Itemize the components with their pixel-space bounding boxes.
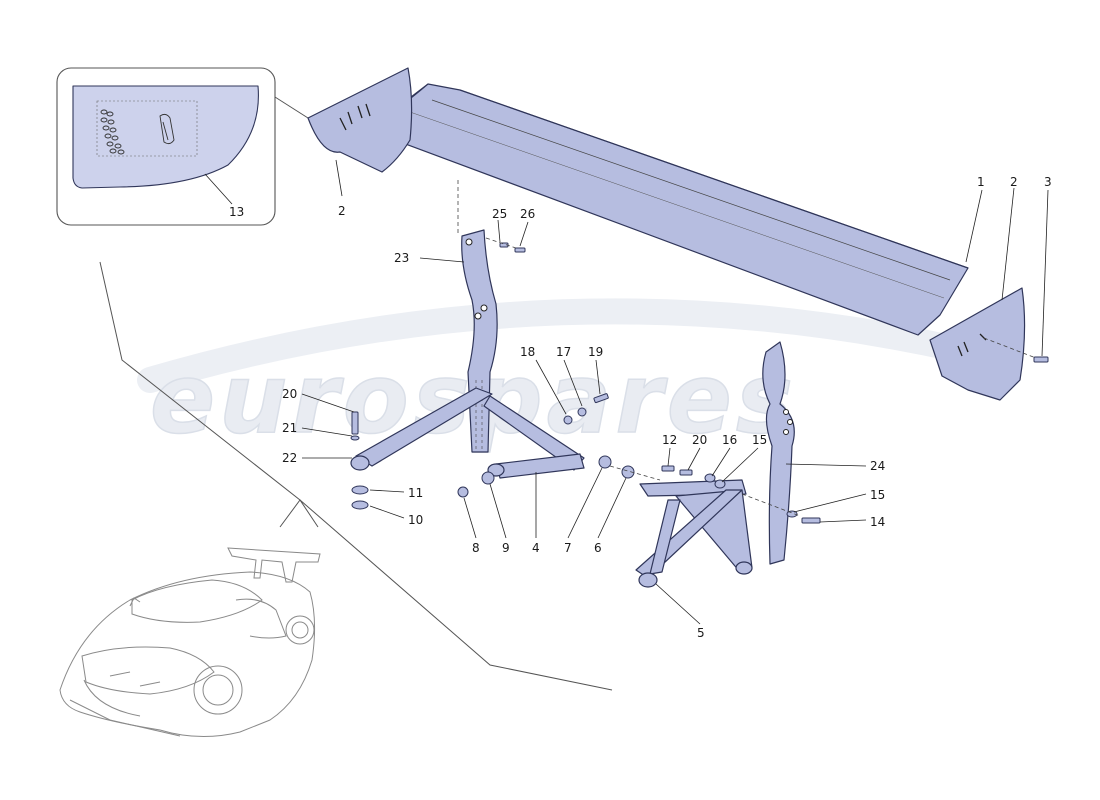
callout-17: 17 <box>556 345 571 359</box>
rear-wing-blade <box>367 83 969 336</box>
left-strut-assembly <box>350 387 585 479</box>
callout-23: 23 <box>394 251 409 265</box>
right-upright-24 <box>762 341 795 565</box>
callout-26: 26 <box>520 207 535 221</box>
callout-16: 16 <box>722 433 737 447</box>
right-endplate <box>929 287 1026 401</box>
callout-8: 8 <box>472 541 480 555</box>
watermark: eurospares <box>137 298 973 456</box>
hardware <box>350 242 1049 524</box>
callout-4: 4 <box>532 541 540 555</box>
callout-24: 24 <box>870 459 885 473</box>
callout-7: 7 <box>564 541 572 555</box>
callout-11: 11 <box>408 486 423 500</box>
callout-15-lower: 15 <box>870 488 885 502</box>
alignment-lines <box>457 180 1037 517</box>
car-connector-notch <box>279 499 319 528</box>
callout-20-left: 20 <box>282 387 297 401</box>
callout-14: 14 <box>870 515 885 529</box>
inset-detail: 13 <box>56 67 276 226</box>
car-outline <box>59 547 321 737</box>
callout-18: 18 <box>520 345 535 359</box>
callout-1: 1 <box>977 175 985 189</box>
callout-25: 25 <box>492 207 507 221</box>
callout-2-right: 2 <box>1010 175 1018 189</box>
callout-2-left: 2 <box>338 204 346 218</box>
callout-21: 21 <box>282 421 297 435</box>
leader-lines <box>301 159 1049 625</box>
callout-13: 13 <box>229 205 244 219</box>
callout-6: 6 <box>594 541 602 555</box>
callout-9: 9 <box>502 541 510 555</box>
callout-5: 5 <box>697 626 705 640</box>
callout-15-upper: 15 <box>752 433 767 447</box>
callout-12: 12 <box>662 433 677 447</box>
callout-22: 22 <box>282 451 297 465</box>
inset-connector <box>274 96 309 119</box>
right-strut-assembly <box>635 479 753 588</box>
inset-bolt-pattern <box>100 109 175 155</box>
callout-10: 10 <box>408 513 423 527</box>
left-endplate <box>307 67 413 173</box>
callout-20-right: 20 <box>692 433 707 447</box>
callout-3: 3 <box>1044 175 1052 189</box>
callout-labels: 1 2 2 3 4 5 6 7 8 9 10 11 12 14 15 15 16… <box>282 175 1052 640</box>
callout-19: 19 <box>588 345 603 359</box>
